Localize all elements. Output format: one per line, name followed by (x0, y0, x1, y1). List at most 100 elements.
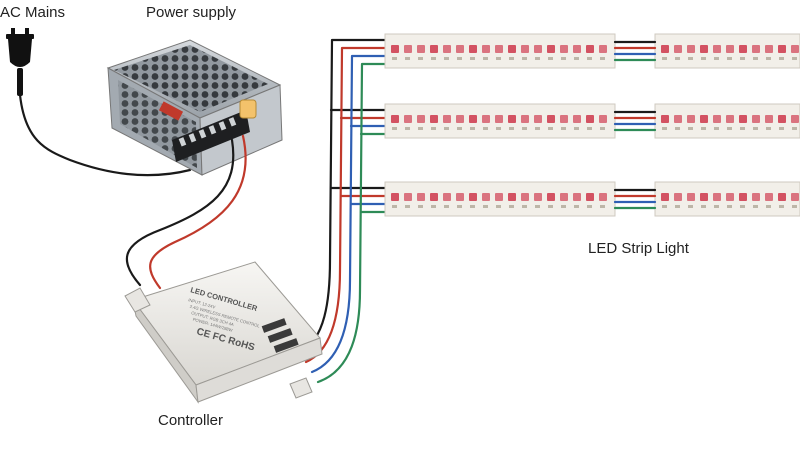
label-power-supply: Power supply (146, 4, 237, 21)
led-chip (547, 193, 555, 201)
led-chip (700, 115, 708, 123)
led-chip (791, 193, 799, 201)
led-chip (791, 115, 799, 123)
led-chip (547, 45, 555, 53)
led-chip (739, 45, 747, 53)
led-strip (384, 103, 800, 139)
led-chip (765, 115, 773, 123)
led-chip (534, 193, 542, 201)
led-chip (443, 115, 451, 123)
label-led-strip: LED Strip Light (588, 240, 689, 257)
led-chip (508, 193, 516, 201)
led-chip (726, 193, 734, 201)
led-chip (586, 45, 594, 53)
led-chip (752, 45, 760, 53)
led-chip (508, 115, 516, 123)
led-chip (713, 115, 721, 123)
led-chip (469, 45, 477, 53)
led-chip (391, 45, 399, 53)
led-chip (778, 45, 786, 53)
led-chip (687, 193, 695, 201)
led-chip (726, 115, 734, 123)
led-chip (443, 45, 451, 53)
led-chip (495, 115, 503, 123)
led-chip (534, 45, 542, 53)
led-chip (495, 193, 503, 201)
led-chip (791, 45, 799, 53)
led-chip (482, 193, 490, 201)
led-chip (674, 193, 682, 201)
led-chip (599, 193, 607, 201)
led-chip (739, 193, 747, 201)
led-chip (521, 193, 529, 201)
wire-psu-red (149, 134, 247, 290)
led-chip (404, 115, 412, 123)
led-chip (726, 45, 734, 53)
led-strip-segment (384, 33, 616, 69)
led-chip (778, 193, 786, 201)
label-controller: Controller (158, 412, 224, 429)
led-chip (547, 115, 555, 123)
led-chip (586, 115, 594, 123)
led-chip (495, 45, 503, 53)
led-chip (765, 193, 773, 201)
led-chip (391, 115, 399, 123)
led-chip (456, 45, 464, 53)
led-chip (417, 45, 425, 53)
led-chip (469, 115, 477, 123)
led-chip (765, 45, 773, 53)
led-chip (404, 193, 412, 201)
mains-cable (18, 93, 192, 177)
led-chip (687, 45, 695, 53)
led-chip (508, 45, 516, 53)
led-strip-segment (384, 181, 616, 217)
power-supply-unit (106, 39, 283, 176)
led-chip (560, 45, 568, 53)
led-chip (417, 115, 425, 123)
led-chip (521, 45, 529, 53)
led-chip (560, 193, 568, 201)
led-chip (599, 115, 607, 123)
led-chip (752, 115, 760, 123)
led-chip (430, 45, 438, 53)
led-chip (661, 115, 669, 123)
led-strip (384, 181, 800, 217)
led-chip (752, 193, 760, 201)
led-chip (661, 193, 669, 201)
led-strip (384, 33, 800, 69)
led-chip (404, 45, 412, 53)
led-strip-segment (654, 33, 800, 69)
led-chip (430, 115, 438, 123)
wire-psu-black (125, 138, 235, 287)
led-strip-segment (384, 103, 616, 139)
led-chip (599, 45, 607, 53)
plug-icon (6, 28, 34, 96)
led-strip-segment (654, 103, 800, 139)
led-chip (573, 193, 581, 201)
led-chip (586, 193, 594, 201)
led-chip (417, 193, 425, 201)
led-strip-segment (654, 181, 800, 217)
led-chip (573, 115, 581, 123)
led-chip (469, 193, 477, 201)
led-chip (573, 45, 581, 53)
led-chip (687, 115, 695, 123)
led-chip (713, 193, 721, 201)
led-strip-array (384, 33, 800, 217)
led-chip (456, 115, 464, 123)
label-ac-mains: AC Mains (0, 4, 66, 21)
led-chip (430, 193, 438, 201)
led-chip (482, 45, 490, 53)
led-chip (700, 45, 708, 53)
led-chip (661, 45, 669, 53)
led-chip (521, 115, 529, 123)
led-chip (456, 193, 464, 201)
led-chip (560, 115, 568, 123)
led-chip (739, 115, 747, 123)
led-chip (700, 193, 708, 201)
led-chip (391, 193, 399, 201)
led-chip (443, 193, 451, 201)
led-chip (674, 45, 682, 53)
